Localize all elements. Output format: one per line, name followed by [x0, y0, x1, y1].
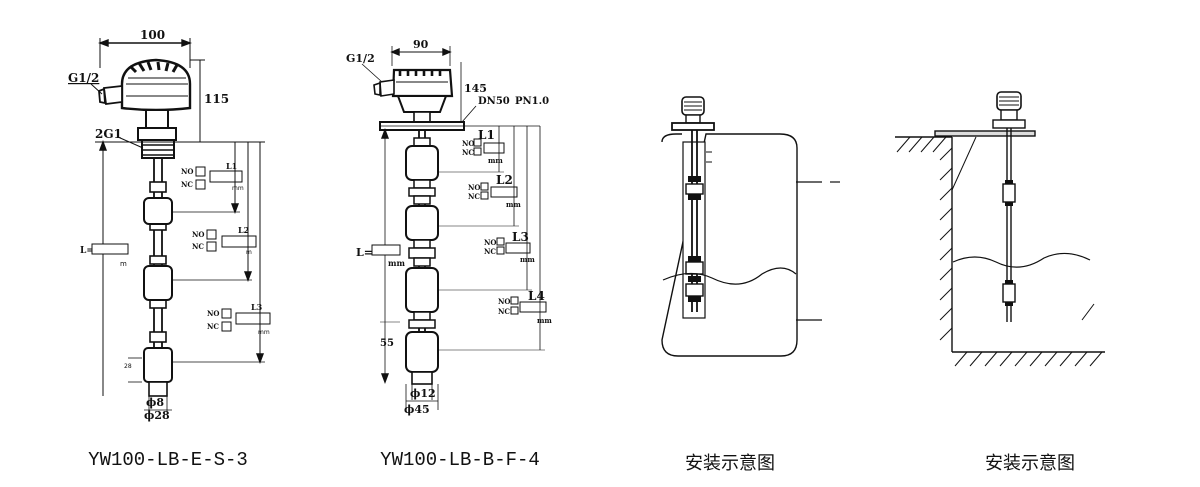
d2-phi1: ϕ12 [410, 387, 436, 400]
svg-text:L2: L2 [238, 225, 249, 235]
svg-text:NC: NC [484, 247, 496, 256]
diagram-install-pit [895, 91, 1105, 367]
svg-text:NO: NO [484, 238, 497, 247]
svg-text:NO: NO [462, 139, 475, 148]
d2-phi2: ϕ45 [404, 403, 430, 416]
caption-install-2: 安装示意图 [985, 453, 1075, 474]
svg-text:L4: L4 [528, 289, 545, 303]
svg-text:NC: NC [192, 242, 204, 251]
svg-text:mm: mm [488, 156, 503, 165]
d1-switch-2: NO NC L2 m [192, 225, 257, 256]
d1-total-length-unit: m [120, 260, 127, 268]
svg-text:L1: L1 [226, 161, 237, 171]
d2-switch-4: NO NC L4 mm [498, 289, 552, 325]
svg-text:NO: NO [181, 167, 194, 176]
d2-switch-1: NO NC L1 mm [462, 128, 505, 165]
svg-text:L2: L2 [496, 173, 513, 187]
d1-phi2: ϕ28 [144, 409, 170, 422]
svg-text:NC: NC [468, 192, 480, 201]
svg-text:mm: mm [537, 316, 552, 325]
d2-switch-2: NO NC L2 mm [468, 173, 521, 209]
svg-text:NC: NC [462, 148, 474, 157]
svg-text:NC: NC [207, 322, 219, 331]
diagram-yw100-lb-b-f-4: 90 G1/2 145 DN50 PN1.0 [346, 38, 552, 416]
d2-switch-3: NO NC L3 mm [484, 230, 535, 264]
d1-thread-mount: 2G1 [95, 127, 122, 141]
d1-dim-width: 100 [140, 28, 165, 42]
svg-text:mm: mm [520, 255, 535, 264]
d1-phi1: ϕ8 [146, 396, 164, 409]
svg-text:NC: NC [181, 180, 193, 189]
caption-install-1: 安装示意图 [685, 453, 775, 474]
d1-dim-height: 115 [204, 92, 229, 106]
d2-flange: DN50 [478, 96, 510, 107]
d2-thread-top: G1/2 [346, 52, 375, 65]
svg-text:L1: L1 [478, 128, 495, 142]
d1-total-length-label: L= [80, 246, 94, 256]
svg-text:NO: NO [498, 297, 511, 306]
d1-switch-1: NO NC L1 mm [181, 161, 244, 192]
svg-text:NO: NO [207, 309, 220, 318]
d1-junction-head [98, 58, 192, 112]
svg-text:mm: mm [258, 329, 270, 336]
d1-thread-top: G1/2 [68, 71, 99, 85]
d2-dim-height: 145 [464, 82, 487, 95]
diagram-install-tank [661, 96, 840, 357]
d1-bottom-dim: 28 [124, 363, 132, 370]
diagram-yw100-lb-e-s-3: 100 G1/2 115 [68, 28, 271, 422]
caption-model-1: YW100-LB-E-S-3 [88, 449, 248, 471]
caption-model-2: YW100-LB-B-F-4 [380, 449, 540, 471]
svg-text:m: m [246, 249, 252, 256]
svg-text:L3: L3 [512, 230, 529, 244]
svg-text:mm: mm [232, 185, 244, 192]
svg-text:NO: NO [192, 230, 205, 239]
d1-switch-3: NO NC L3 mm [207, 302, 271, 336]
d2-total-length-label: L= [356, 246, 373, 259]
svg-text:NC: NC [498, 307, 510, 316]
d2-bottom-dim: 55 [380, 338, 394, 349]
svg-text:L3: L3 [251, 302, 263, 312]
d2-total-length-unit: mm [388, 258, 405, 268]
svg-text:mm: mm [506, 200, 521, 209]
d2-dim-width: 90 [413, 38, 429, 51]
d2-pressure: PN1.0 [515, 96, 549, 107]
svg-text:NO: NO [468, 183, 481, 192]
